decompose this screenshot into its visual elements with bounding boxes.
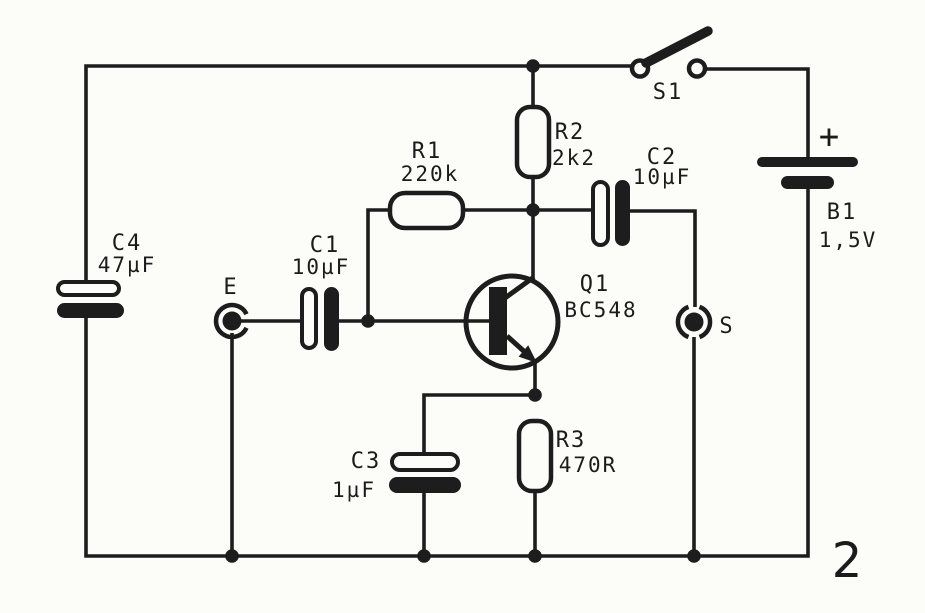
b1-value-label: 1,5V (819, 228, 878, 252)
labels: C4 47µF E C1 10µF R1 220k R2 2k2 C2 10µF… (98, 80, 878, 589)
junction-ground-s (687, 549, 701, 563)
c4-ref-label: C4 (112, 231, 143, 256)
s1-ref-label: S1 (653, 80, 684, 105)
b1-polarity-label: + (819, 117, 839, 157)
r1-ref-label: R1 (412, 139, 443, 164)
s-terminal-ring-left (675, 304, 690, 340)
c4-value-label: 47µF (98, 253, 157, 277)
b1-plate-negative (781, 176, 834, 189)
capacitor-c1 (300, 287, 339, 351)
b1-plate-positive (757, 157, 858, 167)
junction-ground-r3 (528, 549, 542, 563)
s1-lever (641, 26, 713, 68)
c4-plate-top (56, 280, 121, 297)
battery-b1 (757, 157, 858, 189)
transistor-q1 (463, 273, 561, 371)
s1-contact-left (629, 58, 651, 79)
junction-ground-c3 (417, 549, 431, 563)
wire-r1-left (366, 208, 391, 321)
c1-plate-left (300, 287, 318, 350)
terminal-input-e (213, 302, 249, 340)
b1-ref-label: B1 (827, 200, 858, 225)
figure-number: 2 (832, 533, 863, 589)
s1-contact-right (686, 58, 708, 79)
resistor-r2-body (514, 104, 552, 180)
e-terminal-ring (213, 302, 249, 340)
s-terminal-dot (684, 312, 704, 332)
wire-left-rail-top (84, 64, 632, 282)
wire-battery-top (705, 67, 810, 158)
c2-plate-left (591, 180, 610, 247)
junction-top-rail (526, 59, 540, 73)
wire-ground-rail (84, 188, 810, 558)
c2-ref-label: C2 (647, 145, 678, 170)
terminal-output-s (675, 304, 713, 340)
junction-emitter-node (528, 388, 542, 402)
output-terminal-label: S (719, 314, 734, 339)
s-terminal-ring-right (698, 304, 713, 340)
capacitor-c4 (56, 280, 124, 318)
q1-emitter-arrow (518, 345, 537, 363)
q1-circle (463, 273, 561, 371)
c1-value-label: 10µF (292, 255, 351, 279)
input-terminal-label: E (223, 275, 238, 300)
junction-ground-e (225, 549, 239, 563)
e-terminal-dot (222, 311, 242, 331)
junction-dots (225, 59, 701, 563)
resistor-r1 (387, 190, 466, 231)
wire-c2-to-output (629, 209, 697, 307)
q1-collector-lead (503, 274, 536, 301)
r2-value-label: 2k2 (552, 146, 596, 170)
r3-value-label: 470R (559, 453, 618, 477)
c1-plate-right (324, 287, 339, 351)
capacitor-c3 (389, 452, 461, 493)
q1-base-bar (489, 287, 507, 355)
q1-value-label: BC548 (564, 298, 637, 322)
r3-ref-label: R3 (556, 428, 587, 453)
c2-value-label: 10µF (633, 165, 692, 189)
c2-plate-right (615, 180, 630, 246)
c1-ref-label: C1 (310, 233, 341, 258)
junction-collector-node (526, 203, 540, 217)
r1-value-label: 220k (401, 162, 460, 186)
q1-ref-label: Q1 (580, 272, 611, 297)
c4-plate-bottom (57, 303, 124, 318)
c3-value-label: 1µF (332, 478, 376, 502)
resistor-r1-body (387, 190, 466, 231)
c3-plate-top (390, 452, 460, 472)
resistor-r3-body (516, 418, 554, 494)
switch-s1 (629, 26, 713, 79)
resistor-r3 (516, 418, 554, 494)
resistor-r2 (514, 104, 552, 180)
capacitor-c2 (591, 180, 630, 247)
c3-plate-bottom (389, 477, 461, 493)
wire-emitter-to-c3 (422, 393, 535, 455)
r2-ref-label: R2 (555, 120, 586, 145)
junction-base-node (361, 314, 375, 328)
c3-ref-label: C3 (351, 449, 382, 474)
